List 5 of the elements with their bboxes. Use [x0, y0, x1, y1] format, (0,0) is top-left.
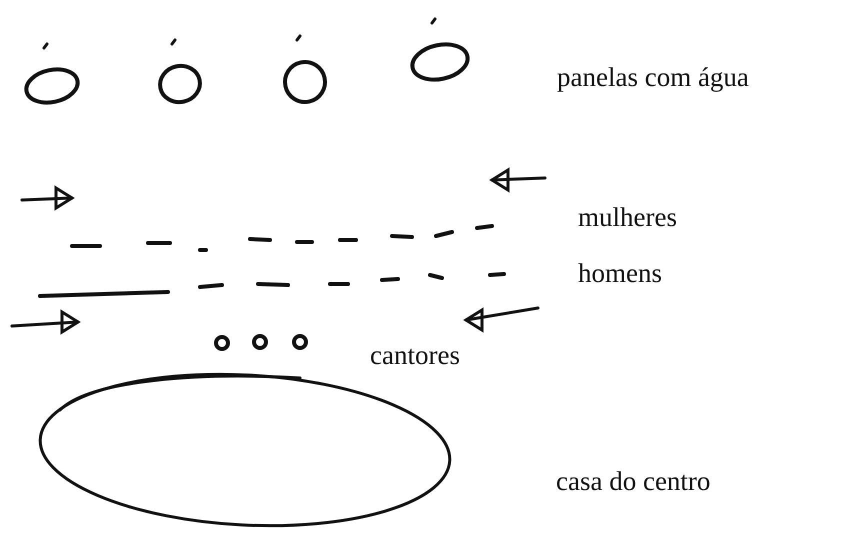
- area-label: panelas com água: [557, 62, 749, 93]
- area-label: cantores: [370, 340, 460, 371]
- area-label: mulheres: [578, 202, 677, 233]
- area-label: homens: [578, 258, 662, 289]
- area-label: casa do centro: [556, 466, 710, 497]
